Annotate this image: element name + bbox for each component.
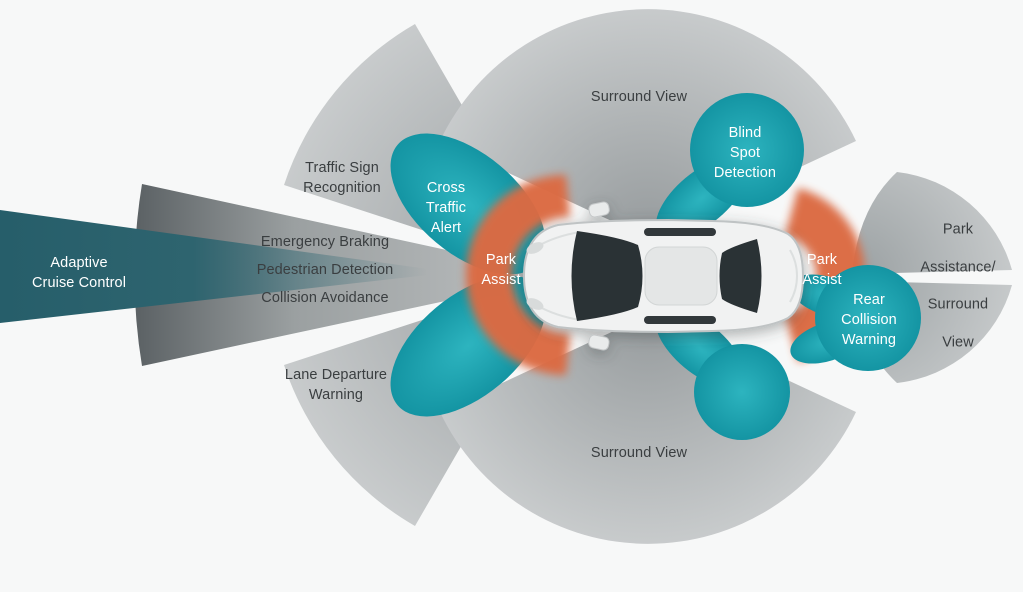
blind-spot-zone-lower-blob: [694, 344, 790, 440]
cross-traffic-alert-label: Cross Traffic Alert: [425, 180, 467, 236]
collision-avoidance-label: Collision Avoidance: [261, 290, 389, 306]
car-trunk-seam: [789, 249, 799, 303]
rear-collision-warning-label: Rear Collision Warning: [841, 292, 897, 348]
park-assist-rear-label: Park Assist: [802, 252, 842, 288]
blind-spot-detection-blob: [690, 93, 804, 207]
surround-view-top-label: Surround View: [590, 89, 688, 105]
car-mirror-top: [588, 201, 610, 218]
car-top-view: [522, 201, 805, 351]
car-side-glass-top: [644, 228, 716, 236]
surround-view-bottom-label: Surround View: [590, 445, 688, 461]
lane-departure-warning-label: Lane Departure Warning: [284, 367, 388, 403]
park-assist-front-label: Park Assist: [481, 252, 521, 288]
adaptive-cruise-control-beam: [0, 210, 428, 323]
car-headlight-bottom: [526, 298, 544, 310]
rear-right-upper-coverage-fan: [852, 172, 1012, 274]
pedestrian-detection-label: Pedestrian Detection: [256, 262, 394, 278]
car-headlight-top: [526, 242, 544, 254]
car-roof: [644, 246, 718, 306]
car-side-glass-bottom: [644, 316, 716, 324]
park-assist-front-crescent: [466, 175, 570, 375]
car-mirror-bottom: [588, 334, 610, 351]
car-rear-window: [719, 239, 762, 313]
traffic-sign-recognition-label: Traffic Sign Recognition: [303, 160, 381, 196]
adaptive-cruise-control-label: Adaptive Cruise Control: [31, 255, 127, 291]
emergency-braking-label: Emergency Braking: [260, 234, 390, 250]
rear-collision-warning-blob: [815, 265, 921, 371]
park-assistance-surround-view-label: Park Assistance/ Surround View: [920, 221, 996, 351]
blind-spot-detection-label: Blind Spot Detection: [713, 125, 777, 181]
car-windshield: [571, 231, 643, 321]
